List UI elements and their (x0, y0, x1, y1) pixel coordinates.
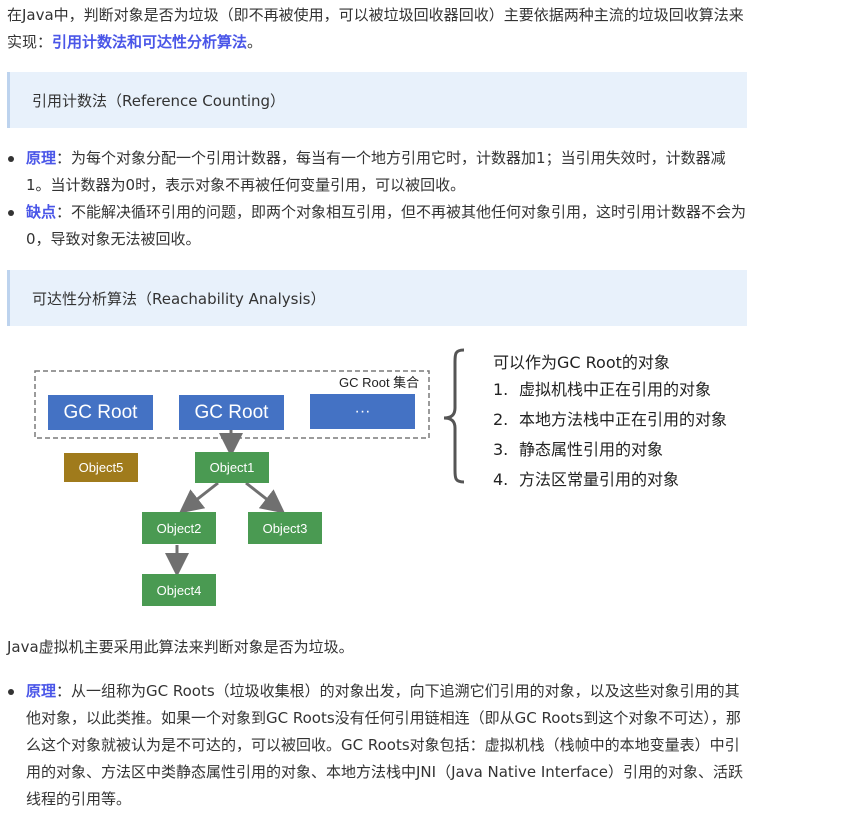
object3-box: Object3 (248, 512, 322, 544)
bullet-icon (8, 210, 14, 216)
item-number: 3. (493, 440, 509, 459)
object4-box: Object4 (142, 574, 216, 606)
item-label: 原理 (26, 149, 57, 167)
list-item: 2. 本地方法栈中正在引用的对象 (493, 408, 727, 438)
bullet-icon (8, 689, 14, 695)
item-label: 缺点 (26, 203, 57, 221)
reference-counting-list: 原理：为每个对象分配一个引用计数器，每当有一个地方引用它时，计数器加1；当引用失… (7, 145, 747, 253)
item-text: 虚拟机栈中正在引用的对象 (519, 380, 712, 399)
bullet-icon (8, 156, 14, 162)
list-item-drawback: 缺点：不能解决循环引用的问题，即两个对象相互引用，但不再被其他任何对象引用，这时… (7, 199, 747, 253)
section-reference-counting-heading: 引用计数法（Reference Counting） (7, 72, 747, 128)
intro-text: 在Java中，判断对象是否为垃圾（即不再被使用，可以被垃圾回收器回收）主要依据两… (7, 6, 744, 51)
gc-root-box: GC Root (48, 395, 153, 430)
brace-icon (443, 348, 465, 484)
section-reachability-heading: 可达性分析算法（Reachability Analysis） (7, 270, 747, 326)
item-text: 静态属性引用的对象 (519, 440, 664, 459)
list-item: 4. 方法区常量引用的对象 (493, 468, 727, 498)
section-title: 引用计数法（Reference Counting） (32, 91, 286, 110)
item-number: 1. (493, 380, 509, 399)
item-label: 原理 (26, 682, 57, 700)
intro-end: 。 (247, 33, 263, 51)
gc-root-more-box: ··· (310, 394, 415, 429)
gc-root-box: GC Root (179, 395, 284, 430)
item-number: 2. (493, 410, 509, 429)
diagram-lines (34, 348, 465, 577)
intro-highlight: 引用计数法和可达性分析算法 (52, 33, 248, 51)
object1-box: Object1 (195, 452, 269, 483)
summary-paragraph: Java虚拟机主要采用此算法来判断对象是否为垃圾。 (7, 638, 354, 656)
gc-root-types-list: 1. 虚拟机栈中正在引用的对象 2. 本地方法栈中正在引用的对象 3. 静态属性引用的… (493, 378, 727, 498)
reachability-list: 原理：从一组称为GC Roots（垃圾收集根）的对象出发，向下追溯它们引用的对象… (7, 678, 747, 813)
list-item-principle: 原理：从一组称为GC Roots（垃圾收集根）的对象出发，向下追溯它们引用的对象… (7, 678, 747, 813)
item-number: 4. (493, 470, 509, 489)
section-title: 可达性分析算法（Reachability Analysis） (32, 289, 326, 308)
intro-paragraph: 在Java中，判断对象是否为垃圾（即不再被使用，可以被垃圾回收器回收）主要依据两… (7, 2, 747, 56)
gc-root-diagram: GC Root 集合 GC Root GC Root ··· Object5 O… (0, 340, 851, 615)
gc-root-types-title: 可以作为GC Root的对象 (493, 353, 670, 372)
gc-root-set-label: GC Root 集合 (339, 375, 420, 390)
object5-box: Object5 (64, 453, 138, 482)
item-text: ：不能解决循环引用的问题，即两个对象相互引用，但不再被其他任何对象引用，这时引用… (26, 203, 747, 248)
edge-object1-to-object3 (245, 481, 286, 514)
list-item: 1. 虚拟机栈中正在引用的对象 (493, 378, 727, 408)
list-item: 3. 静态属性引用的对象 (493, 438, 727, 468)
list-item-principle: 原理：为每个对象分配一个引用计数器，每当有一个地方引用它时，计数器加1；当引用失… (7, 145, 747, 199)
item-text: ：从一组称为GC Roots（垃圾收集根）的对象出发，向下追溯它们引用的对象，以… (26, 682, 744, 808)
edge-object1-to-object2 (178, 481, 219, 514)
item-text: 方法区常量引用的对象 (519, 470, 680, 489)
object2-box: Object2 (142, 512, 216, 544)
item-text: 本地方法栈中正在引用的对象 (519, 410, 728, 429)
item-text: ：为每个对象分配一个引用计数器，每当有一个地方引用它时，计数器加1；当引用失效时… (26, 149, 726, 194)
